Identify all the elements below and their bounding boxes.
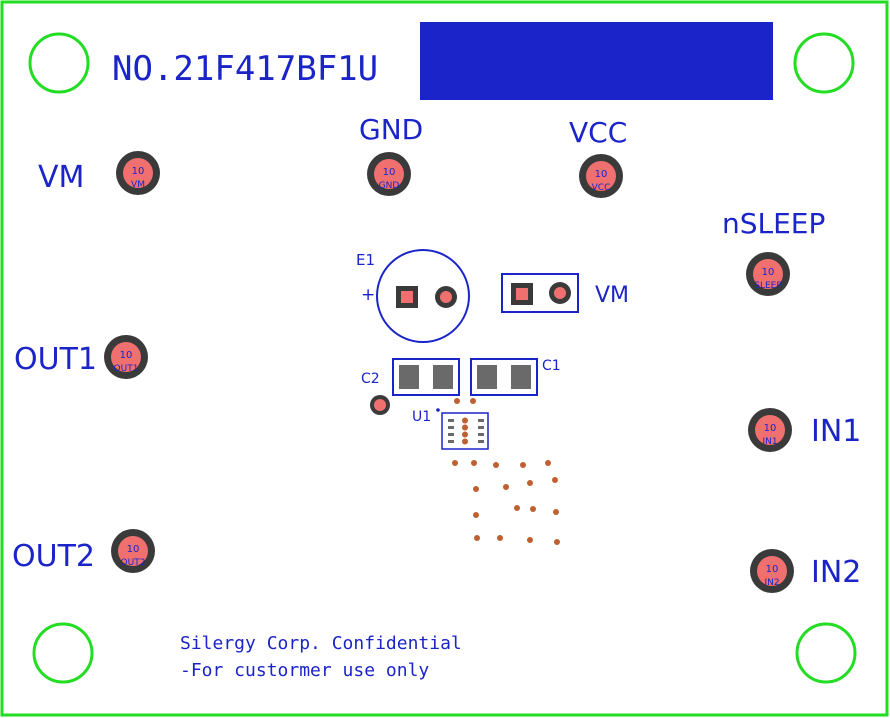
via [527,537,533,543]
u1-pin-right [478,419,484,422]
svg-text:IN2: IN2 [764,578,779,588]
vm-connector-pad-1-core [516,288,528,300]
testpoint-label-out1: OUT1 [14,342,97,377]
via [545,460,551,466]
via [553,509,559,515]
label-block [420,22,773,100]
c1-label: C1 [542,358,561,374]
c2-pad-1 [399,365,419,389]
testpoint-pad-out2: 10 OUT2 [111,529,155,573]
c2-outline [392,358,460,396]
via [452,460,458,466]
testpoint-pad-gnd: 10 GND [367,152,411,196]
c2-pad-2 [433,365,453,389]
u1-pin-left [448,419,454,422]
e1-pad-positive-core [401,291,413,303]
via [471,460,477,466]
via [470,398,476,404]
via [454,398,460,404]
svg-text:OUT2: OUT2 [121,558,146,568]
testpoint-pad-vm: 10 VM [116,151,160,195]
mounting-hole-bottom-left [32,622,94,684]
u1-pin1-mark [436,408,440,412]
via [514,505,520,511]
u1-thermal-via [462,417,468,424]
notice-line-1: Silergy Corp. Confidential [180,633,462,654]
testpoint-pad-in1: 10 IN1 [748,408,792,452]
via [503,484,509,490]
via [527,480,533,486]
c1-outline [470,358,538,396]
u1-thermal-via [462,431,468,438]
via [520,462,526,468]
testpoint-label-vm: VM [38,160,84,195]
testpoint-label-vcc: VCC [569,116,627,149]
mounting-hole-bottom-right [795,622,857,684]
vm-connector-label: VM [595,283,629,308]
e1-label: E1 [356,251,375,269]
e1-pad-negative-core [440,291,452,303]
testpoint-pad-nsleep: 10 SLEEP [746,252,790,296]
testpoint-label-in2: IN2 [811,555,861,590]
u1-thermal-via [462,424,468,431]
u1-pin-right [478,426,484,429]
testpoint-pad-vcc: 10 VCC [579,154,623,198]
testpoint-label-out2: OUT2 [12,539,95,574]
via [530,506,536,512]
via [554,539,560,545]
u1-pin-left [448,440,454,443]
via [474,535,480,541]
u1-label: U1 [412,409,431,425]
via [473,486,479,492]
e1-polarity-mark: + [361,285,375,305]
c1-pad-2 [511,365,531,389]
testpoint-label-nsleep: nSLEEP [722,207,825,240]
svg-text:10: 10 [383,167,396,178]
u1-pin-right [478,440,484,443]
svg-text:IN1: IN1 [762,437,777,447]
c1-pad-1 [477,365,497,389]
u1-pin-right [478,433,484,436]
testpoint-pad-in2: 10 IN2 [750,549,794,593]
via [493,462,499,468]
svg-text:10: 10 [766,564,779,575]
via [473,512,479,518]
svg-text:10: 10 [764,423,777,434]
svg-text:VM: VM [131,180,145,190]
via [552,477,558,483]
part-number: NO.21F417BF1U [112,49,378,89]
svg-text:10: 10 [762,267,775,278]
svg-text:10: 10 [132,166,145,177]
e1-outline [376,249,470,343]
u1-thermal-via [462,438,468,445]
testpoint-pad-out1: 10 OUT1 [104,335,148,379]
testpoint-label-gnd: GND [359,113,423,146]
u1-pin-left [448,433,454,436]
svg-text:GND: GND [379,181,400,191]
testpoint-label-in1: IN1 [811,414,861,449]
u1-pin-left [448,426,454,429]
via-field [452,398,560,545]
notice-line-2: -For custormer use only [180,660,429,681]
svg-text:OUT1: OUT1 [114,364,139,374]
mounting-hole-top-left [28,32,90,94]
svg-text:VCC: VCC [592,183,611,193]
mounting-hole-top-right [793,32,855,94]
vm-connector-outline [501,273,579,313]
svg-text:SLEEP: SLEEP [754,281,782,291]
svg-text:10: 10 [120,350,133,361]
u1-pins [448,417,484,445]
c2-label: C2 [361,371,380,387]
via [497,535,503,541]
svg-text:10: 10 [595,169,608,180]
vm-connector-pad-2-core [554,287,566,299]
c2-side-pad-core [374,399,386,411]
svg-text:10: 10 [127,544,140,555]
